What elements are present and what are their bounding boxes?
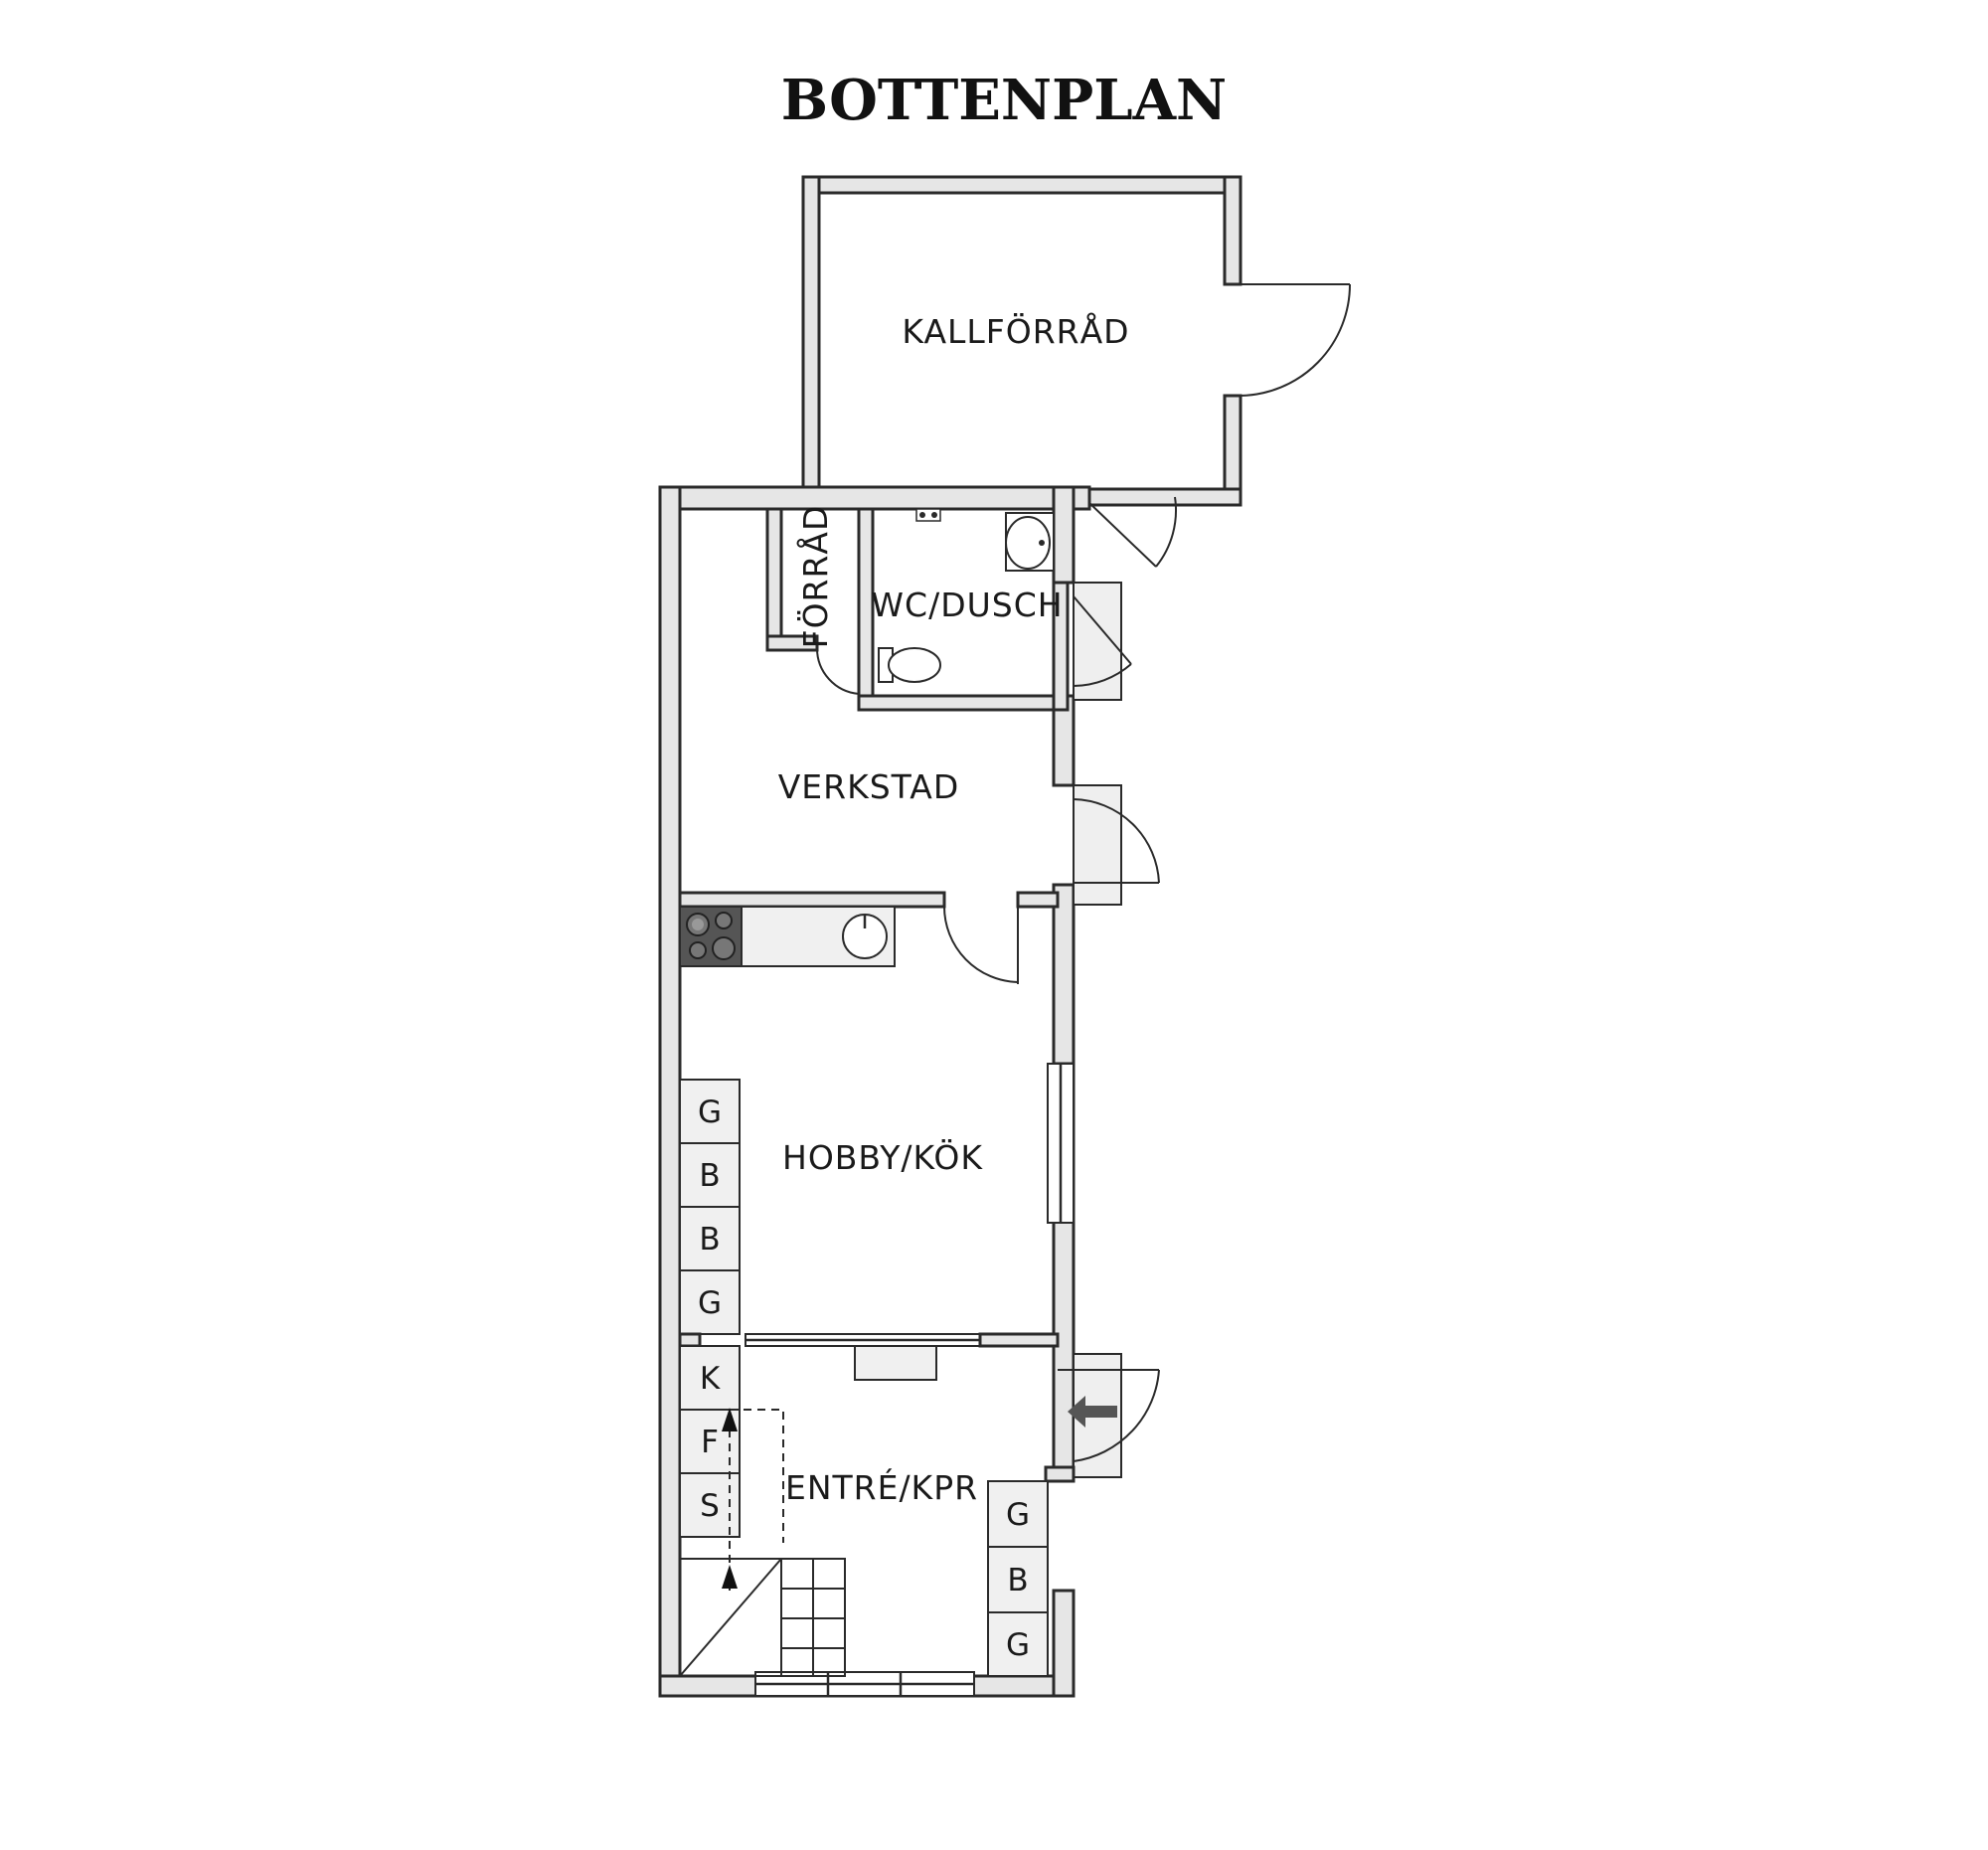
room-label-hobby-kok: HOBBY/KÖK: [782, 1137, 983, 1177]
wc-exterior-door[interactable]: [1073, 582, 1132, 701]
cabinet-label: G: [1006, 1497, 1030, 1533]
cabinet: [679, 1142, 741, 1208]
plan-title: BOTTENPLAN: [781, 68, 1228, 133]
room-label-wc-dusch: WC/DUSCH: [871, 586, 1063, 624]
hobby-entre-divider: [678, 1332, 1060, 1348]
cabinet-label: B: [699, 1222, 720, 1258]
arrow-left-icon: [1068, 1396, 1117, 1428]
hobby-cabinets: G B B G: [679, 1079, 741, 1335]
cabinet: [987, 1611, 1049, 1677]
cabinet-label: G: [698, 1094, 722, 1130]
entre-left-cabinets: K F S: [679, 1345, 741, 1538]
forrad-walls: [765, 507, 875, 710]
verkstad-walls: [678, 891, 1060, 909]
shower-head-icon: [915, 508, 941, 522]
cabinet-label: G: [698, 1285, 722, 1321]
kallforrad-outer-door[interactable]: [1240, 283, 1351, 397]
cabinet-label: B: [1007, 1563, 1028, 1598]
wc-sink: [1005, 512, 1055, 572]
cabinet: [679, 1206, 741, 1271]
cabinet-label: F: [701, 1425, 719, 1460]
entre-right-cabinets: G B G: [987, 1480, 1049, 1677]
cabinet: [679, 1079, 741, 1144]
room-label-verkstad: VERKSTAD: [778, 767, 960, 806]
arrow-up-icon: [722, 1408, 738, 1589]
entre-right-jog: [1044, 1465, 1076, 1483]
entre-radiator: [854, 1345, 937, 1381]
toilet-icon: [878, 647, 941, 683]
cabinet-label: G: [1006, 1627, 1030, 1663]
cabinet: [987, 1546, 1049, 1613]
cabinet: [987, 1480, 1049, 1548]
forrad-door[interactable]: [815, 647, 860, 696]
cabinet-label: B: [699, 1158, 720, 1194]
kitchen-counter: [741, 906, 896, 967]
verkstad-exterior-door[interactable]: [1073, 784, 1160, 906]
room-label-forrad: FÖRRÅD: [795, 505, 835, 649]
window-hobby-right: [1047, 1063, 1075, 1224]
cabinet-label: S: [700, 1488, 720, 1524]
cabinet: [679, 1345, 741, 1411]
cabinet: [679, 1269, 741, 1335]
staircase: [679, 1409, 846, 1677]
kallforrad-inner-door[interactable]: [1087, 496, 1177, 568]
stove-icon: [679, 906, 743, 967]
verkstad-hobby-door[interactable]: [943, 906, 1019, 984]
cabinet-label: K: [700, 1361, 721, 1397]
room-label-entre-kpr: ENTRÉ/KPR: [785, 1467, 978, 1507]
wc-walls: [857, 581, 1070, 712]
room-label-kallforrad: KALLFÖRRÅD: [902, 311, 1129, 351]
